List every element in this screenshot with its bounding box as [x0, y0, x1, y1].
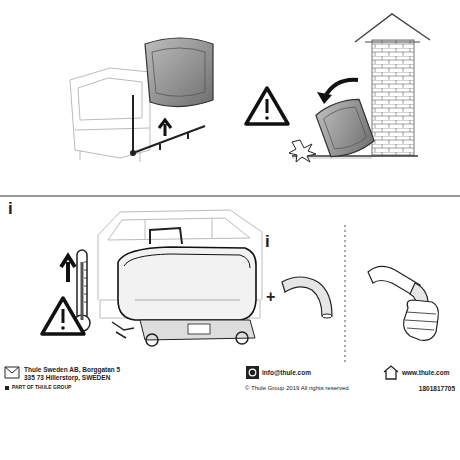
group-note: PART OF THULE GROUP — [12, 385, 71, 391]
email: info@thule.com — [262, 369, 311, 376]
document-number: 1801817705 — [419, 385, 455, 392]
info-icon: i — [8, 200, 13, 219]
info-icon: i — [265, 233, 270, 252]
plus-sign: + — [266, 288, 275, 306]
website: www.thule.com — [402, 369, 449, 376]
address-line: Thule Sweden AB, Borggatan 5 — [24, 366, 120, 373]
address-line: 335 73 Hillerstorp, SWEDEN — [24, 374, 110, 381]
copyright: © Thule Group 2019 All rights reserved. — [245, 385, 350, 392]
